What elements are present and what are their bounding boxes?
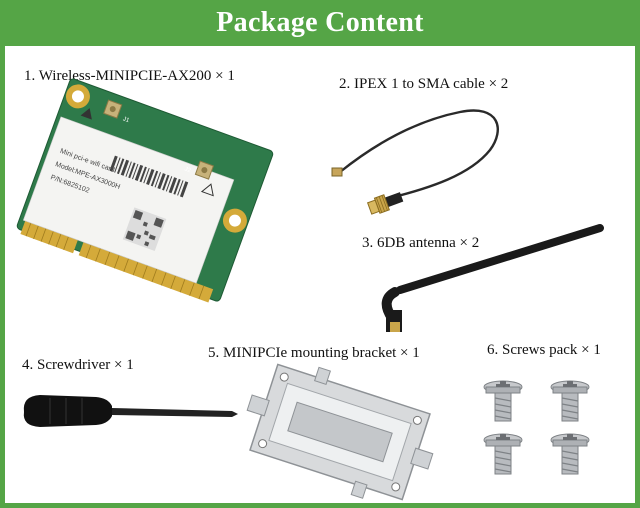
item-label-screws: 6. Screws pack × 1 xyxy=(487,342,601,358)
item-label-screwdriver: 4. Screwdriver × 1 xyxy=(22,357,134,373)
header-bar: Package Content xyxy=(0,0,640,46)
item-label-cable: 2. IPEX 1 to SMA cable × 2 xyxy=(339,76,509,92)
card-j1-text: J1 xyxy=(122,116,131,124)
item-label-antenna: 3. 6DB antenna × 2 xyxy=(362,235,480,251)
card-j2-text: J2 xyxy=(183,166,192,174)
item-label-bracket: 5. MINIPCIe mounting bracket × 1 xyxy=(208,345,420,361)
page-title: Package Content xyxy=(216,7,424,38)
